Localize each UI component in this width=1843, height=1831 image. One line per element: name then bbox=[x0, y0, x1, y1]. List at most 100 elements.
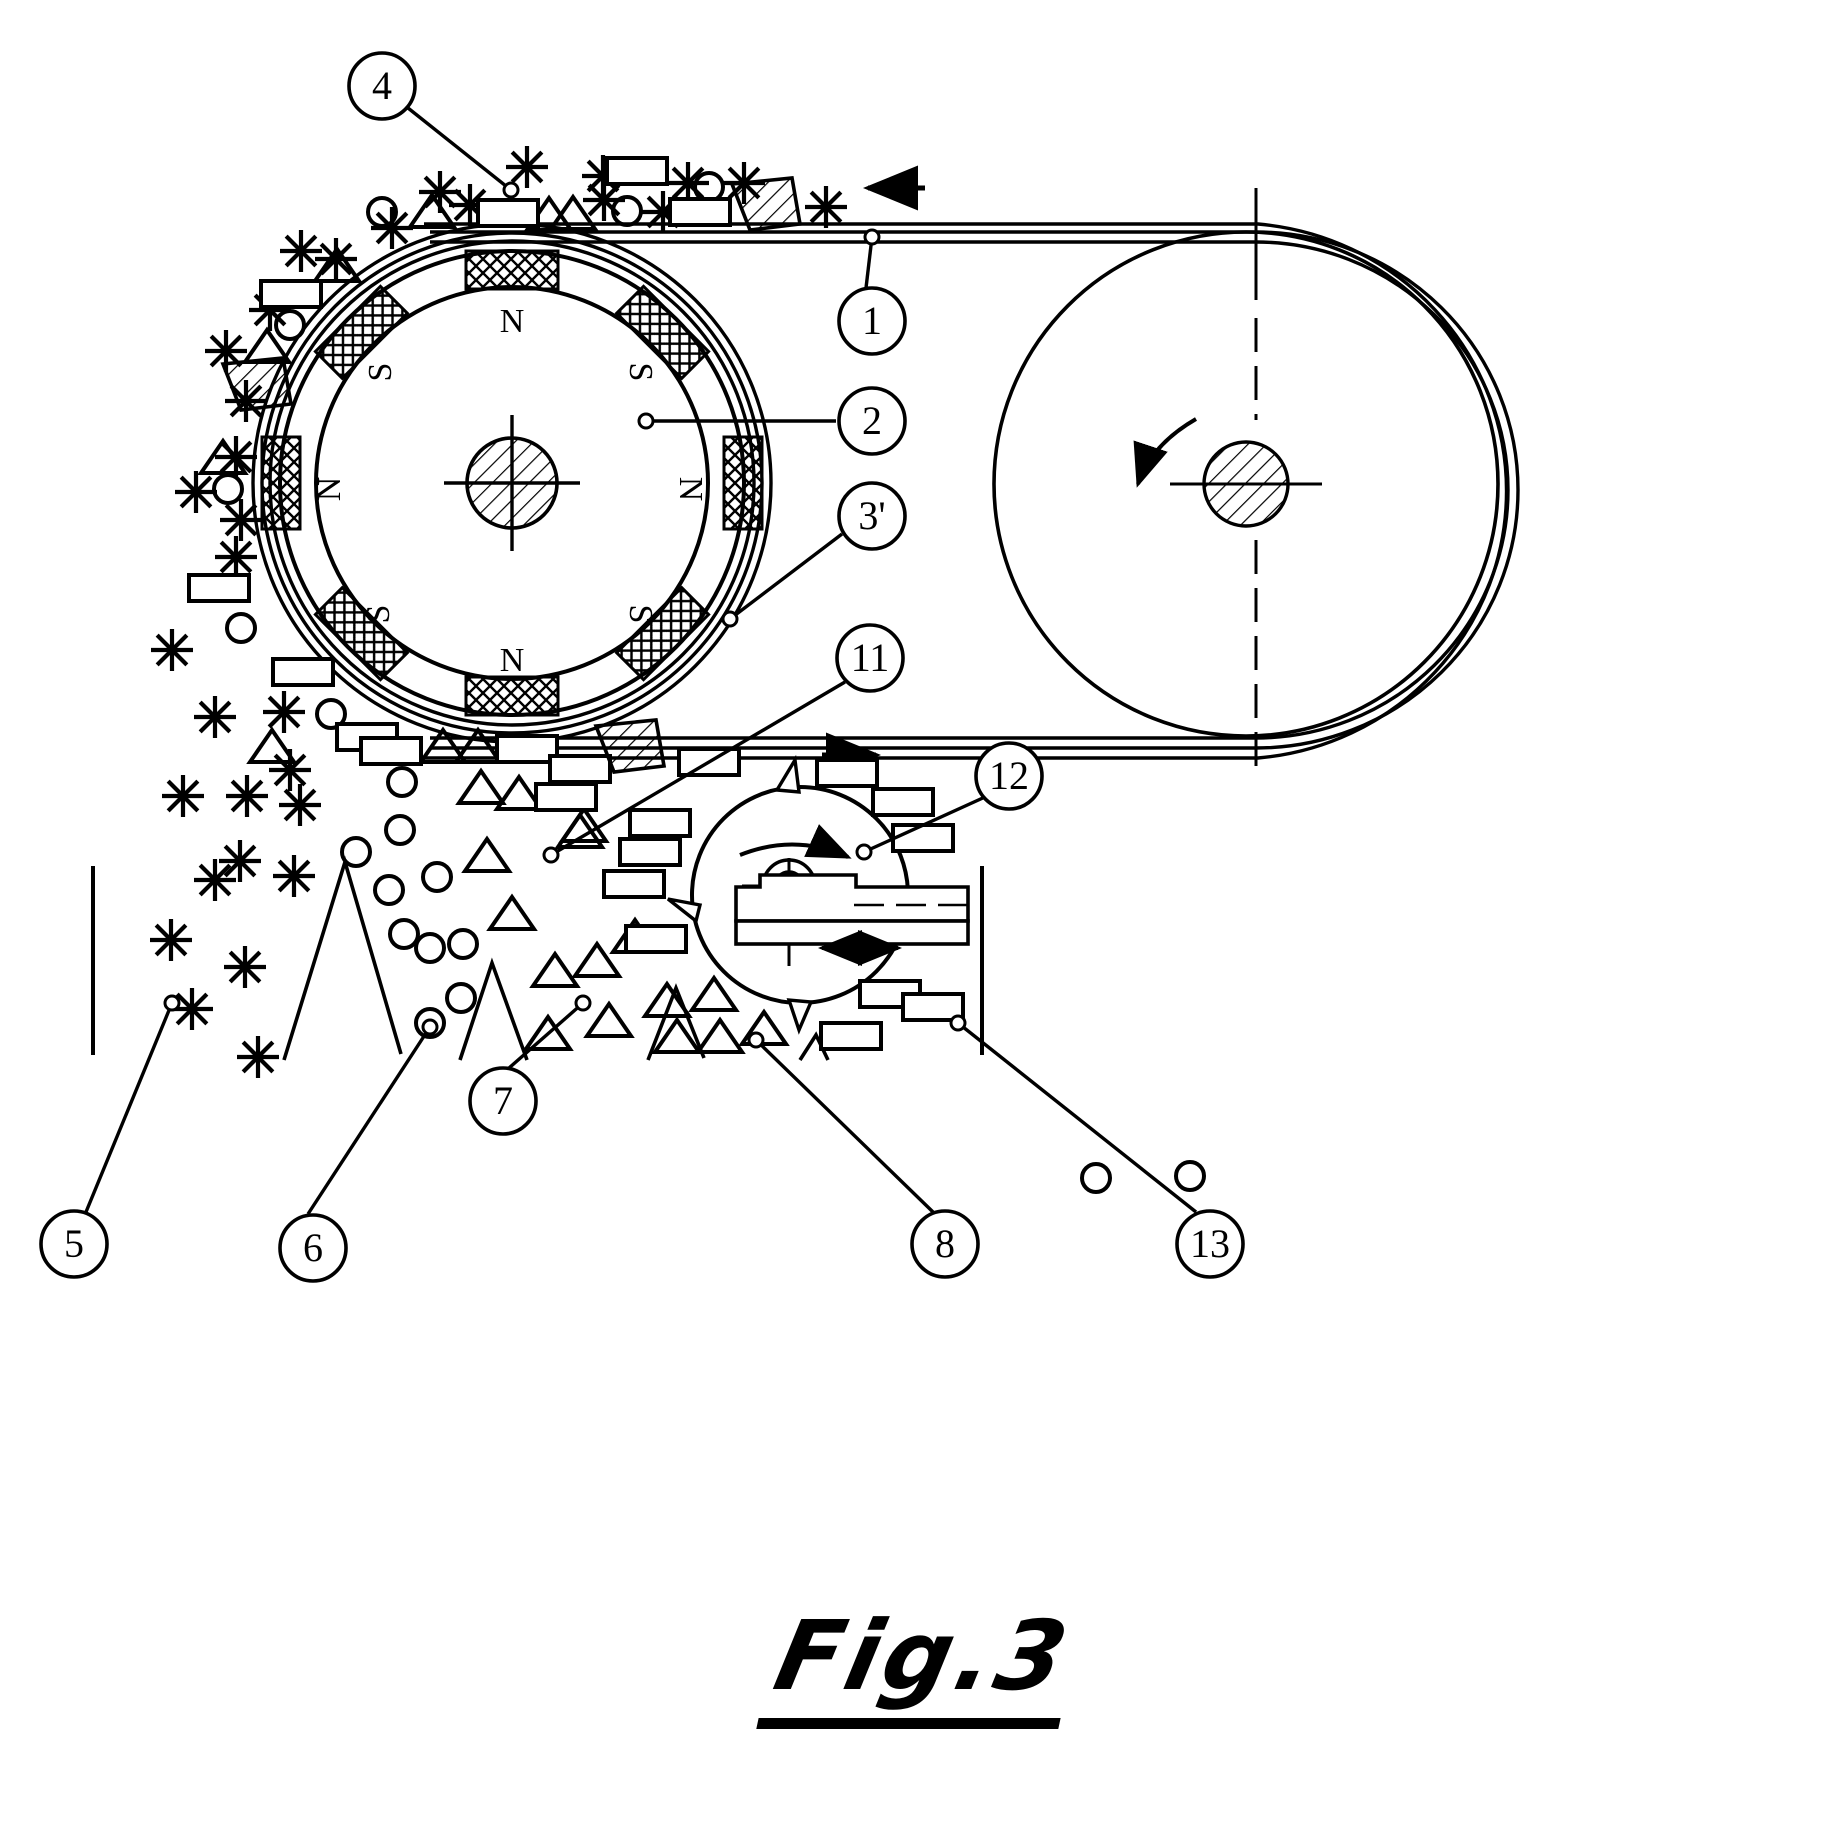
callout-bubble bbox=[974, 741, 1044, 811]
circle-particle-icon bbox=[1174, 1160, 1206, 1192]
star-particle-icon bbox=[371, 207, 413, 249]
magnet-segments bbox=[260, 249, 764, 717]
figure-caption-block: Fig.3 bbox=[0, 1600, 1843, 1729]
triangle-particle-icon bbox=[651, 1016, 703, 1054]
circle-particle-icon bbox=[373, 874, 405, 906]
leader-line bbox=[84, 1002, 174, 1213]
leader-line bbox=[754, 1038, 935, 1214]
star-particle-icon bbox=[805, 186, 847, 228]
leader-line bbox=[956, 1021, 1198, 1214]
star-particle-icon bbox=[162, 775, 204, 817]
leader-terminal-dot bbox=[855, 843, 873, 861]
leader-line bbox=[864, 236, 874, 289]
star-particle-icon bbox=[280, 230, 322, 272]
rectangle-particle-icon bbox=[891, 823, 955, 853]
callout-11: 11 bbox=[542, 623, 905, 864]
callout-bubble bbox=[1175, 1209, 1245, 1279]
circle-particle-icon bbox=[414, 1007, 446, 1039]
particle-field bbox=[150, 146, 1206, 1194]
leader-line bbox=[306, 1026, 432, 1215]
star-particle-icon bbox=[315, 238, 357, 280]
callout-label: 3' bbox=[858, 493, 885, 538]
hatched-wedge-particle-icon bbox=[729, 176, 803, 232]
callout-label: 12 bbox=[989, 753, 1029, 798]
leader-terminal-dot bbox=[163, 994, 181, 1012]
rectangle-particle-icon bbox=[624, 924, 688, 954]
callout-label: 8 bbox=[935, 1221, 955, 1266]
leader-line bbox=[728, 532, 844, 621]
leader-terminal-dot bbox=[863, 228, 881, 246]
callout-label: 5 bbox=[64, 1221, 84, 1266]
rectangle-particle-icon bbox=[495, 734, 559, 764]
triangle-particle-icon bbox=[641, 980, 693, 1018]
callout-8: 8 bbox=[747, 1031, 980, 1279]
brush-rotation-arrow bbox=[739, 824, 852, 859]
star-particle-icon bbox=[279, 784, 321, 826]
rectangle-particle-icon bbox=[901, 992, 965, 1022]
star-particle-icon bbox=[219, 840, 261, 882]
triangle-particle-icon bbox=[246, 726, 298, 764]
rectangle-particle-icon bbox=[618, 837, 682, 867]
guide-walls bbox=[91, 866, 984, 1055]
star-particle-icon bbox=[273, 855, 315, 897]
rectangle-particle-icon bbox=[271, 657, 335, 687]
svg-text:S: S bbox=[362, 363, 399, 382]
callout-13: 13 bbox=[949, 1014, 1245, 1279]
support-bar bbox=[734, 873, 970, 966]
rectangle-particle-icon bbox=[548, 754, 612, 784]
triangle-particle-icon bbox=[529, 950, 581, 988]
circle-particle-icon bbox=[386, 766, 418, 798]
star-particle-icon bbox=[194, 859, 236, 901]
leader-line bbox=[406, 106, 513, 192]
triangle-particle-icon bbox=[417, 726, 469, 764]
callout-2: 2 bbox=[637, 386, 907, 456]
callout-7: 7 bbox=[468, 994, 592, 1136]
circle-particle-icon bbox=[421, 861, 453, 893]
tail-pulley bbox=[992, 188, 1500, 780]
leader-line bbox=[863, 795, 986, 854]
triangle-particle-icon bbox=[583, 1000, 635, 1038]
callout-3: 3' bbox=[721, 481, 907, 628]
callout-bubble bbox=[835, 623, 905, 693]
rectangle-particle-icon bbox=[534, 782, 598, 812]
hatched-wedge-particle-icon bbox=[220, 356, 294, 412]
hatched-wedge-particle-icon bbox=[593, 718, 667, 774]
svg-text:N: N bbox=[672, 477, 709, 502]
callout-1: 1 bbox=[837, 228, 907, 356]
triangle-particle-icon bbox=[197, 437, 249, 475]
leader-line bbox=[507, 1001, 585, 1070]
rectangle-particle-icon bbox=[815, 758, 879, 788]
pole-labels: N S N S N S N S bbox=[311, 303, 709, 679]
triangle-particle-icon bbox=[311, 245, 363, 283]
rectangle-particle-icon bbox=[187, 573, 251, 603]
leader-terminal-dot bbox=[637, 412, 655, 430]
callout-label: 1 bbox=[862, 298, 882, 343]
callout-bubble bbox=[837, 386, 907, 456]
callout-bubble bbox=[278, 1213, 348, 1283]
circle-particle-icon bbox=[225, 612, 257, 644]
leader-terminal-dot bbox=[542, 846, 560, 864]
pulley-rotation-arrow bbox=[1133, 417, 1198, 488]
callout-bubble bbox=[468, 1066, 538, 1136]
rectangle-particle-icon bbox=[602, 869, 666, 899]
leader-terminal-dot bbox=[949, 1014, 967, 1032]
figure-caption: Fig.3 bbox=[756, 1600, 1087, 1729]
triangle-particle-icon bbox=[486, 893, 538, 931]
circle-particle-icon bbox=[388, 918, 420, 950]
triangle-particle-icon bbox=[738, 1008, 790, 1046]
svg-text:S: S bbox=[622, 605, 659, 624]
circle-particle-icon bbox=[340, 836, 372, 868]
star-particle-icon bbox=[194, 696, 236, 738]
circle-particle-icon bbox=[212, 473, 244, 505]
svg-text:S: S bbox=[622, 363, 659, 382]
svg-text:N: N bbox=[500, 642, 525, 679]
callout-4: 4 bbox=[347, 51, 520, 199]
callout-12: 12 bbox=[855, 741, 1044, 861]
callout-label: 2 bbox=[862, 398, 882, 443]
callout-6: 6 bbox=[278, 1018, 439, 1283]
leader-terminal-dot bbox=[721, 610, 739, 628]
star-particle-icon bbox=[263, 691, 305, 733]
